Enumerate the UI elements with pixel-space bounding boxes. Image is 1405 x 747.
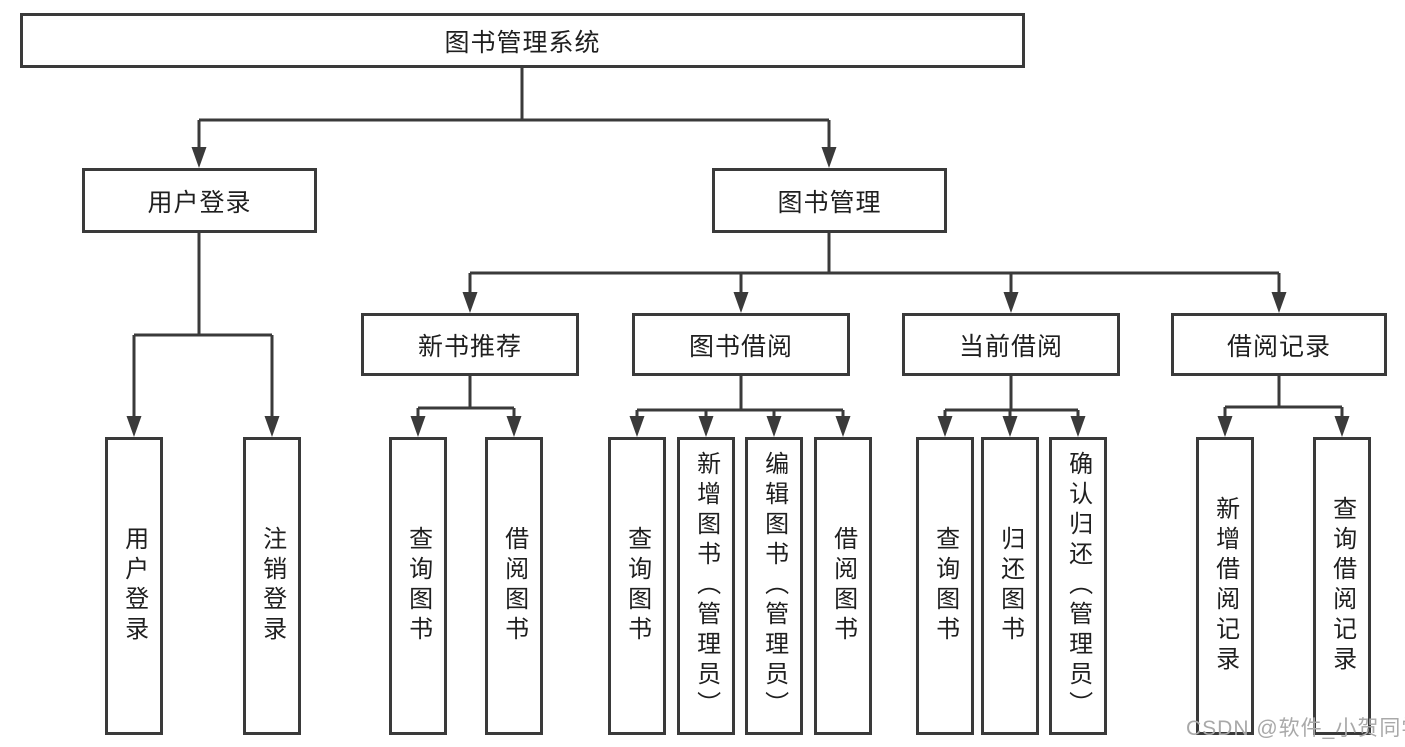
node-new-book-recommendation: 新书推荐	[361, 313, 579, 376]
csdn-watermark: CSDN @软件_小贺同学	[1186, 717, 1405, 740]
leaf-query-borrow-record: 查询借阅记录	[1313, 437, 1371, 735]
node-book-borrowing: 图书借阅	[632, 313, 850, 376]
leaf-user-login: 用户登录	[105, 437, 163, 735]
leaf-add-borrow-record: 新增借阅记录	[1196, 437, 1254, 735]
node-library-management-system: 图书管理系统	[20, 13, 1025, 68]
node-book-management: 图书管理	[712, 168, 947, 233]
leaf-return-books: 归还图书	[981, 437, 1039, 735]
node-borrowing-records: 借阅记录	[1171, 313, 1387, 376]
leaf-logout: 注销登录	[243, 437, 301, 735]
leaf-edit-books-admin: 编辑图书（管理员）	[745, 437, 803, 735]
leaf-add-books-admin: 新增图书（管理员）	[677, 437, 735, 735]
connector-paths	[132, 68, 1344, 418]
leaf-borrow-books: 借阅图书	[814, 437, 872, 735]
arrowheads	[126, 147, 1350, 437]
leaf-query-books-recommend: 查询图书	[389, 437, 447, 735]
node-current-borrowing: 当前借阅	[902, 313, 1120, 376]
node-user-login: 用户登录	[82, 168, 317, 233]
leaf-borrow-books-recommend: 借阅图书	[485, 437, 543, 735]
leaf-query-books-borrowing: 查询图书	[608, 437, 666, 735]
leaf-query-books-current: 查询图书	[916, 437, 974, 735]
leaf-confirm-return-admin: 确认归还（管理员）	[1049, 437, 1107, 735]
